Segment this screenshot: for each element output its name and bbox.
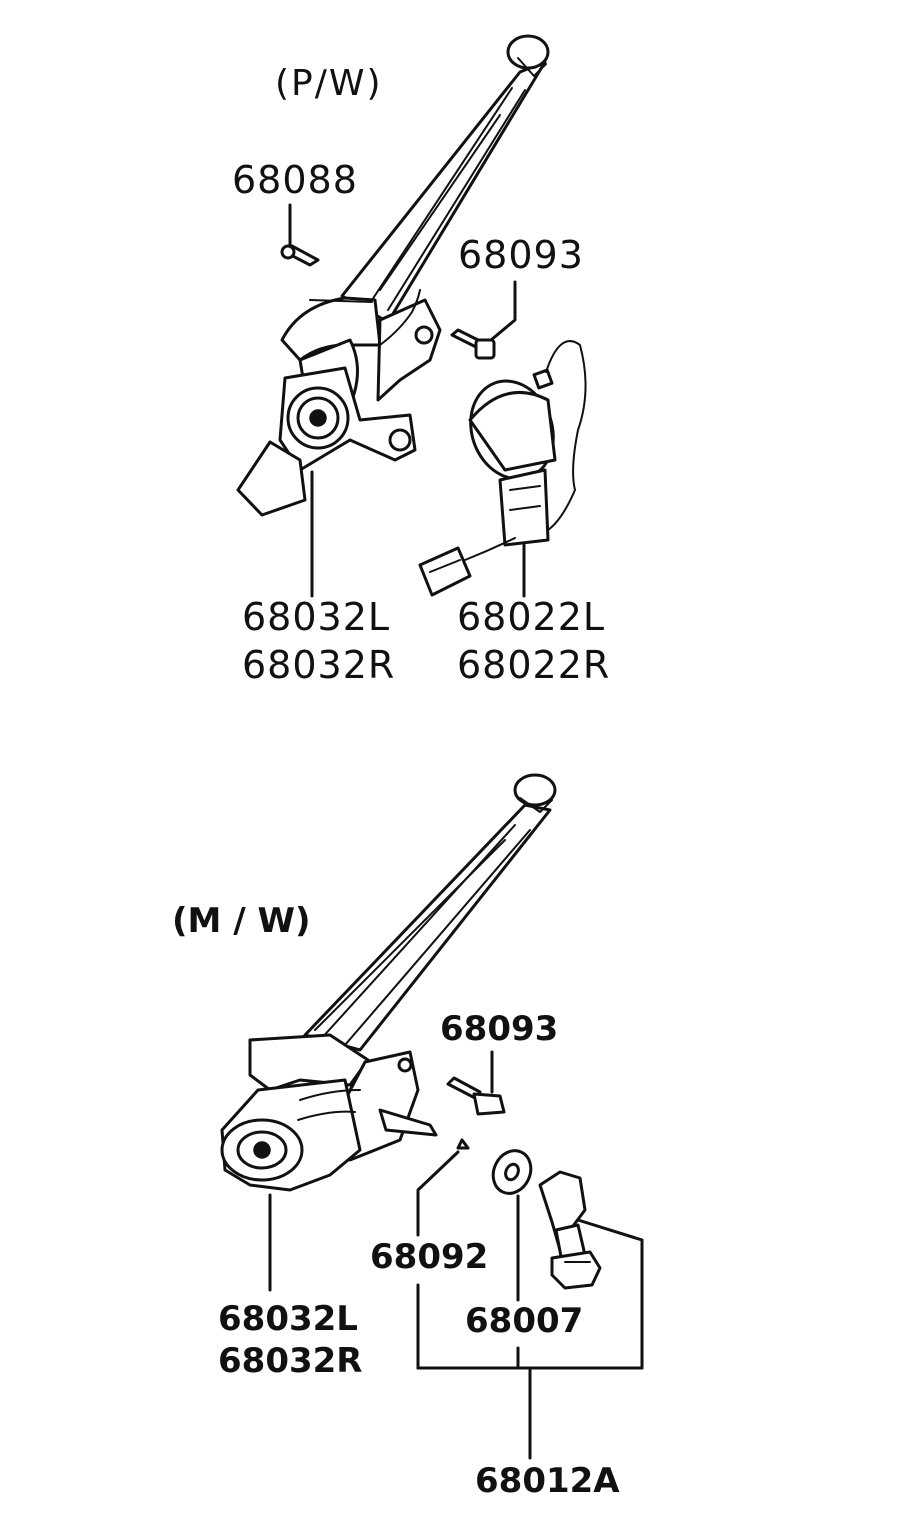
- mw-label-68032R: 68032R: [218, 1341, 362, 1381]
- pw-screw-68088: 68088: [232, 158, 358, 267]
- mw-handle: [538, 1170, 644, 1290]
- pw-label-68032R: 68032R: [242, 643, 395, 687]
- pw-label-68022R: 68022R: [457, 643, 610, 687]
- mw-label-68032L: 68032L: [218, 1299, 358, 1339]
- pw-bolt-68093: 68093: [450, 233, 584, 360]
- pw-regulator-arm: [340, 34, 550, 324]
- pw-label-68093: 68093: [458, 233, 584, 277]
- mw-label-68092: 68092: [370, 1237, 488, 1277]
- pw-label-68032L: 68032L: [242, 595, 390, 639]
- pw-label-68088: 68088: [232, 158, 358, 202]
- mw-label-68012A: 68012A: [475, 1461, 620, 1501]
- mw-regulator-arm: [303, 773, 557, 1052]
- pw-label-68022L: 68022L: [457, 595, 605, 639]
- manual-window-title: (M / W): [172, 901, 311, 941]
- mw-regulator-body: [220, 1033, 438, 1192]
- mw-clip-68092: 68092: [370, 1138, 488, 1277]
- mw-washer-68007: 68007: [465, 1149, 583, 1341]
- power-window-section: (P/W): [232, 34, 610, 687]
- mw-bolt-68093: 68093: [440, 1009, 558, 1116]
- pw-motor-68022: [418, 340, 587, 597]
- mw-label-68093: 68093: [440, 1009, 558, 1049]
- power-window-title: (P/W): [275, 63, 383, 104]
- mw-bracket-68012A: 68012A: [416, 1238, 644, 1501]
- mw-label-68007: 68007: [465, 1301, 583, 1341]
- manual-window-section: (M / W) 68093: [172, 773, 644, 1501]
- pw-regulator-body: [236, 289, 442, 517]
